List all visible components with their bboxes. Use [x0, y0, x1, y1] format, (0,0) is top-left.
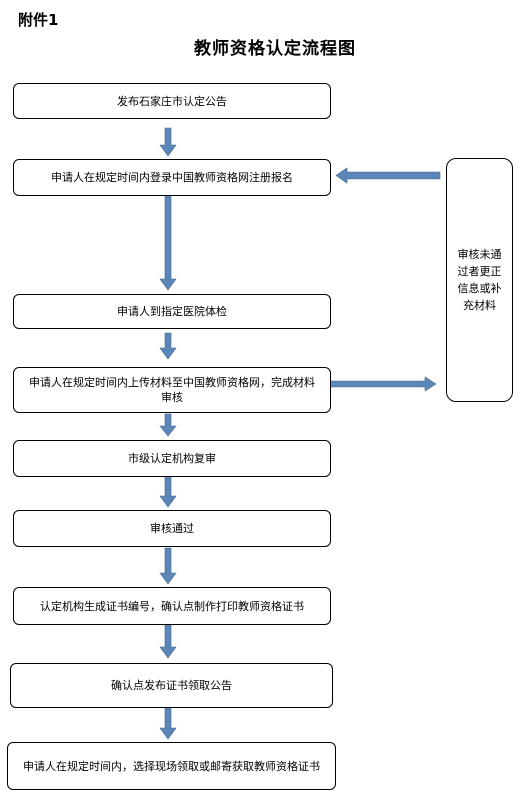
arrow-down-7: [159, 624, 177, 659]
arrow-left-back: [335, 167, 441, 184]
arrow-right-out: [322, 376, 437, 392]
step-certificate-number: 认定机构生成证书编号，确认点制作打印教师资格证书: [13, 587, 331, 625]
step-approved: 审核通过: [13, 510, 331, 547]
step-collection-notice: 确认点发布证书领取公告: [10, 663, 333, 708]
step-publish-notice: 发布石家庄市认定公告: [13, 83, 331, 119]
attachment-label: 附件1: [18, 11, 59, 29]
arrow-down-3: [159, 332, 177, 360]
arrow-down-6: [159, 547, 177, 585]
side-box-correction: 审核未通过者更正信息或补充材料: [446, 158, 513, 402]
arrow-down-8: [159, 707, 177, 740]
arrow-down-5: [159, 476, 177, 508]
page-title: 教师资格认定流程图: [194, 39, 356, 59]
arrow-down-1: [159, 127, 177, 157]
step-upload-materials: 申请人在规定时间内上传材料至中国教师资格网，完成材料审核: [13, 367, 331, 413]
step-medical-exam: 申请人到指定医院体检: [13, 294, 331, 329]
step-city-review: 市级认定机构复审: [13, 440, 331, 477]
arrow-down-2: [159, 195, 177, 291]
step-online-registration: 申请人在规定时间内登录中国教师资格网注册报名: [13, 159, 331, 196]
arrow-down-4: [159, 413, 177, 437]
step-collect-certificate: 申请人在规定时间内，选择现场领取或邮寄获取教师资格证书: [7, 742, 336, 790]
